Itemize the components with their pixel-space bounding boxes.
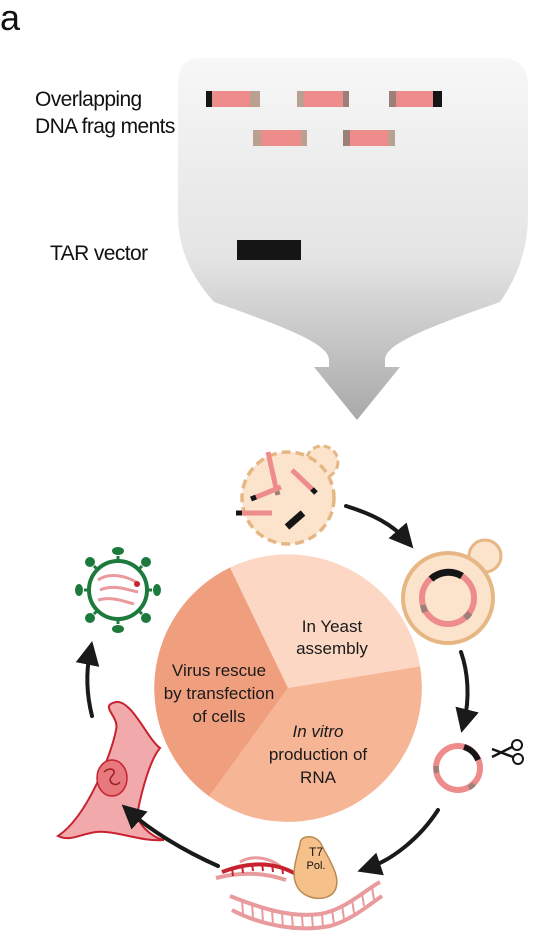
- yeast-cell-transformed: [236, 444, 340, 546]
- fragment-5: [343, 130, 395, 146]
- arrow-cell-to-virus: [75, 641, 100, 718]
- excised-plasmid: [433, 743, 483, 793]
- rescue-step-line1: Virus rescue: [172, 661, 266, 680]
- cycle-pie: In Yeast assembly In vitro production of…: [154, 554, 422, 822]
- fragment-1: [206, 91, 260, 107]
- yeast-step-line1: In Yeast: [302, 617, 363, 636]
- fragments-label: Overlapping DNA frag ments: [35, 86, 175, 140]
- panel-letter: a: [0, 0, 21, 38]
- segment-yeast-assembly: [230, 554, 421, 688]
- segment-virus-rescue: [154, 567, 288, 797]
- invitro-step-line1: In vitro: [292, 722, 343, 741]
- pol-label: Pol.: [307, 860, 326, 872]
- arrow-yeast-to-assembly: [344, 504, 414, 549]
- tar-vector-label: TAR vector: [50, 242, 148, 265]
- rescue-step-line2: by transfection: [164, 684, 275, 703]
- segment-in-vitro-rna: [209, 666, 422, 822]
- arrow-transcription-to-cell: [121, 804, 220, 868]
- invitro-step-line2: production of: [269, 745, 368, 764]
- fragments-label-line1: Overlapping: [35, 88, 142, 111]
- yeast-step-line2: assembly: [296, 639, 368, 658]
- rescue-step-line3: of cells: [193, 707, 246, 726]
- infected-cell: [56, 701, 165, 842]
- arrow-plasmid-to-transcription: [357, 808, 440, 876]
- arrow-assembly-to-plasmid: [455, 650, 479, 733]
- tar-vector: [237, 240, 301, 260]
- t7-polymerase: T7 Pol.: [293, 836, 338, 900]
- invitro-step-line3: RNA: [300, 768, 337, 787]
- funnel-arrow: [178, 58, 528, 420]
- fragment-3: [389, 91, 442, 107]
- scissors-icon: [491, 739, 524, 765]
- yeast-cell-assembled: [401, 538, 503, 645]
- fragments-label-line2: DNA frag ments: [35, 115, 175, 138]
- cycle-arrows: [75, 504, 479, 876]
- t7-label: T7: [309, 845, 323, 859]
- dna-double-helix: [215, 856, 384, 931]
- fragment-2: [297, 91, 349, 107]
- fragment-4: [253, 130, 307, 146]
- virus-particle: [75, 547, 161, 633]
